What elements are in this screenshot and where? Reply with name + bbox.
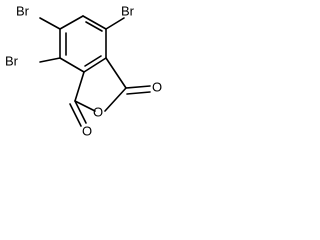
bond-c4-br-top-right (105, 17, 125, 30)
bond-c2-c3 (59, 15, 84, 30)
bond-carbonyl-bottom-c6 (74, 71, 85, 102)
bond-c3-c4-inner (85, 21, 103, 32)
bond-carbonyl-top-o-a (125, 85, 151, 89)
bond-c6-c1 (59, 57, 85, 73)
bond-c1-br-left (39, 57, 61, 63)
bond-c3-c4 (82, 15, 107, 30)
bond-carbonyl-top-o-b (126, 91, 151, 95)
bond-c2-br-top-left (39, 17, 61, 30)
atom-br-top-right: Br (121, 3, 135, 18)
bond-c5-c6 (83, 57, 107, 73)
atom-o-ring: O (93, 104, 103, 119)
bond-c5-carbonyl-top (105, 57, 127, 89)
bond-c5-c6-inner (84, 55, 102, 67)
molecule-structure: Br Br Br O O O (5, 3, 162, 138)
atom-br-left: Br (5, 53, 19, 68)
bond-oring-carbonyl-bottom (74, 100, 96, 112)
bond-carbonyl-top-oring (104, 87, 127, 112)
atom-o-carbonyl-bottom: O (82, 123, 92, 138)
bond-carbonyl-bottom-o-a (74, 100, 87, 124)
bond-carbonyl-bottom-o-b (69, 103, 82, 127)
atom-br-top-left: Br (16, 3, 30, 18)
atom-o-carbonyl-top: O (152, 79, 162, 94)
